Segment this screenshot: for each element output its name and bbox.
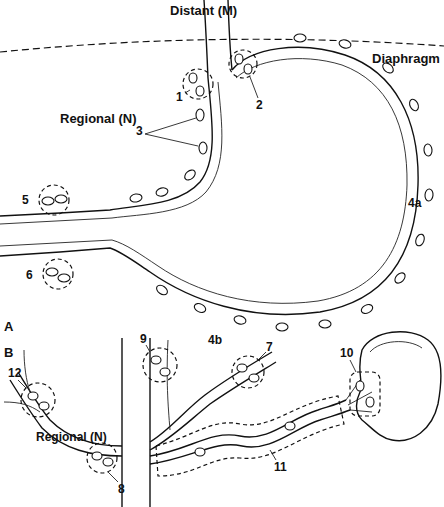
- lymph-node: [183, 168, 197, 182]
- leader-line: [145, 118, 196, 134]
- node-group-outline: [87, 443, 117, 473]
- panel-letter: A: [4, 320, 13, 334]
- node-group-outline: [39, 185, 69, 215]
- lymph-node: [319, 320, 331, 328]
- splenic-artery: [150, 400, 346, 456]
- lymph-node: [58, 274, 70, 282]
- lymph-node: [360, 303, 374, 315]
- leader-line: [270, 450, 276, 460]
- aorta-wall: [121, 338, 122, 507]
- callout-number: 8: [118, 482, 125, 496]
- region-label: Distant (M): [170, 4, 237, 18]
- lymph-node: [423, 144, 432, 157]
- lymph-node: [196, 86, 204, 96]
- left-gastric-artery: [150, 352, 272, 442]
- leader-line: [145, 134, 198, 146]
- lymph-node: [199, 142, 207, 154]
- callout-number: 7: [266, 340, 273, 354]
- lymph-node: [103, 458, 113, 466]
- hepatic-artery: [18, 372, 122, 446]
- leader-line: [18, 380, 26, 388]
- callout-number: 4b: [208, 333, 222, 347]
- node-group-outline: [156, 396, 344, 476]
- callout-number: 5: [22, 193, 29, 207]
- callout-number: 12: [8, 366, 21, 380]
- leader-line: [108, 472, 118, 482]
- callout-number: 4a: [408, 196, 421, 210]
- leader-line: [185, 90, 190, 93]
- artery-branch: [4, 402, 40, 412]
- lymph-node: [249, 374, 259, 382]
- lymph-node: [151, 356, 161, 364]
- node-group-outline: [43, 259, 73, 289]
- lymph-node: [193, 302, 207, 314]
- stomach-lining: [0, 82, 222, 224]
- splenic-artery: [150, 410, 350, 464]
- artery-branch: [167, 340, 170, 430]
- callout-number: 6: [26, 268, 33, 282]
- lymph-node: [42, 197, 54, 205]
- lymph-node: [155, 187, 169, 198]
- callout-number: 2: [256, 98, 263, 112]
- hepatic-artery: [10, 380, 122, 456]
- lymph-node: [46, 268, 58, 276]
- stomach-lining: [0, 59, 407, 304]
- callout-number: 3: [136, 124, 143, 138]
- lymph-node: [28, 392, 38, 400]
- callout-number: 11: [274, 460, 287, 474]
- lymph-node: [237, 364, 247, 372]
- diaphragm-line: [0, 39, 444, 52]
- lymph-node: [39, 402, 49, 410]
- callout-number: 9: [140, 332, 147, 346]
- lymph-node: [92, 452, 102, 460]
- node-group-outline: [232, 356, 264, 388]
- callout-number: 1: [176, 90, 183, 104]
- node-group-outline: [183, 69, 213, 99]
- spleen: [357, 332, 441, 441]
- lymph-node: [424, 189, 433, 202]
- lymph-node: [196, 109, 204, 121]
- lymph-node: [338, 39, 352, 50]
- lesser-curvature: [0, 78, 212, 216]
- lymph-node: [408, 98, 420, 112]
- lymph-node: [294, 34, 306, 42]
- node-group-outline: [21, 383, 55, 417]
- greater-curvature: [0, 47, 418, 314]
- node-group-outline: [350, 372, 380, 416]
- aorta-wall: [149, 338, 150, 507]
- leader-line: [350, 360, 356, 372]
- region-label: Regional (N): [60, 112, 137, 126]
- lymph-node: [276, 323, 288, 331]
- node-group-outline: [143, 348, 177, 382]
- leader-line: [146, 345, 150, 352]
- region-label: Regional (N): [36, 430, 107, 444]
- leader-line: [258, 352, 266, 360]
- lymph-node: [393, 271, 407, 285]
- lymph-node: [130, 193, 143, 203]
- lymph-node: [155, 283, 169, 296]
- lymph-node: [160, 368, 170, 376]
- spleen-contour: [370, 342, 422, 352]
- lymph-node: [285, 422, 295, 430]
- callout-number: 10: [340, 346, 353, 360]
- lymph-node: [233, 315, 247, 326]
- lymph-node: [189, 73, 197, 83]
- leader-line: [250, 77, 258, 98]
- lymph-node: [356, 381, 364, 391]
- region-label: Diaphragm: [372, 52, 440, 66]
- lymph-node: [366, 397, 374, 407]
- lymph-node: [195, 448, 205, 456]
- node-group-outline: [229, 50, 257, 78]
- lymph-node: [235, 54, 243, 64]
- lymph-node: [55, 195, 67, 203]
- lymph-node: [244, 64, 252, 74]
- panel-letter: B: [4, 346, 13, 360]
- lymph-node: [414, 233, 426, 247]
